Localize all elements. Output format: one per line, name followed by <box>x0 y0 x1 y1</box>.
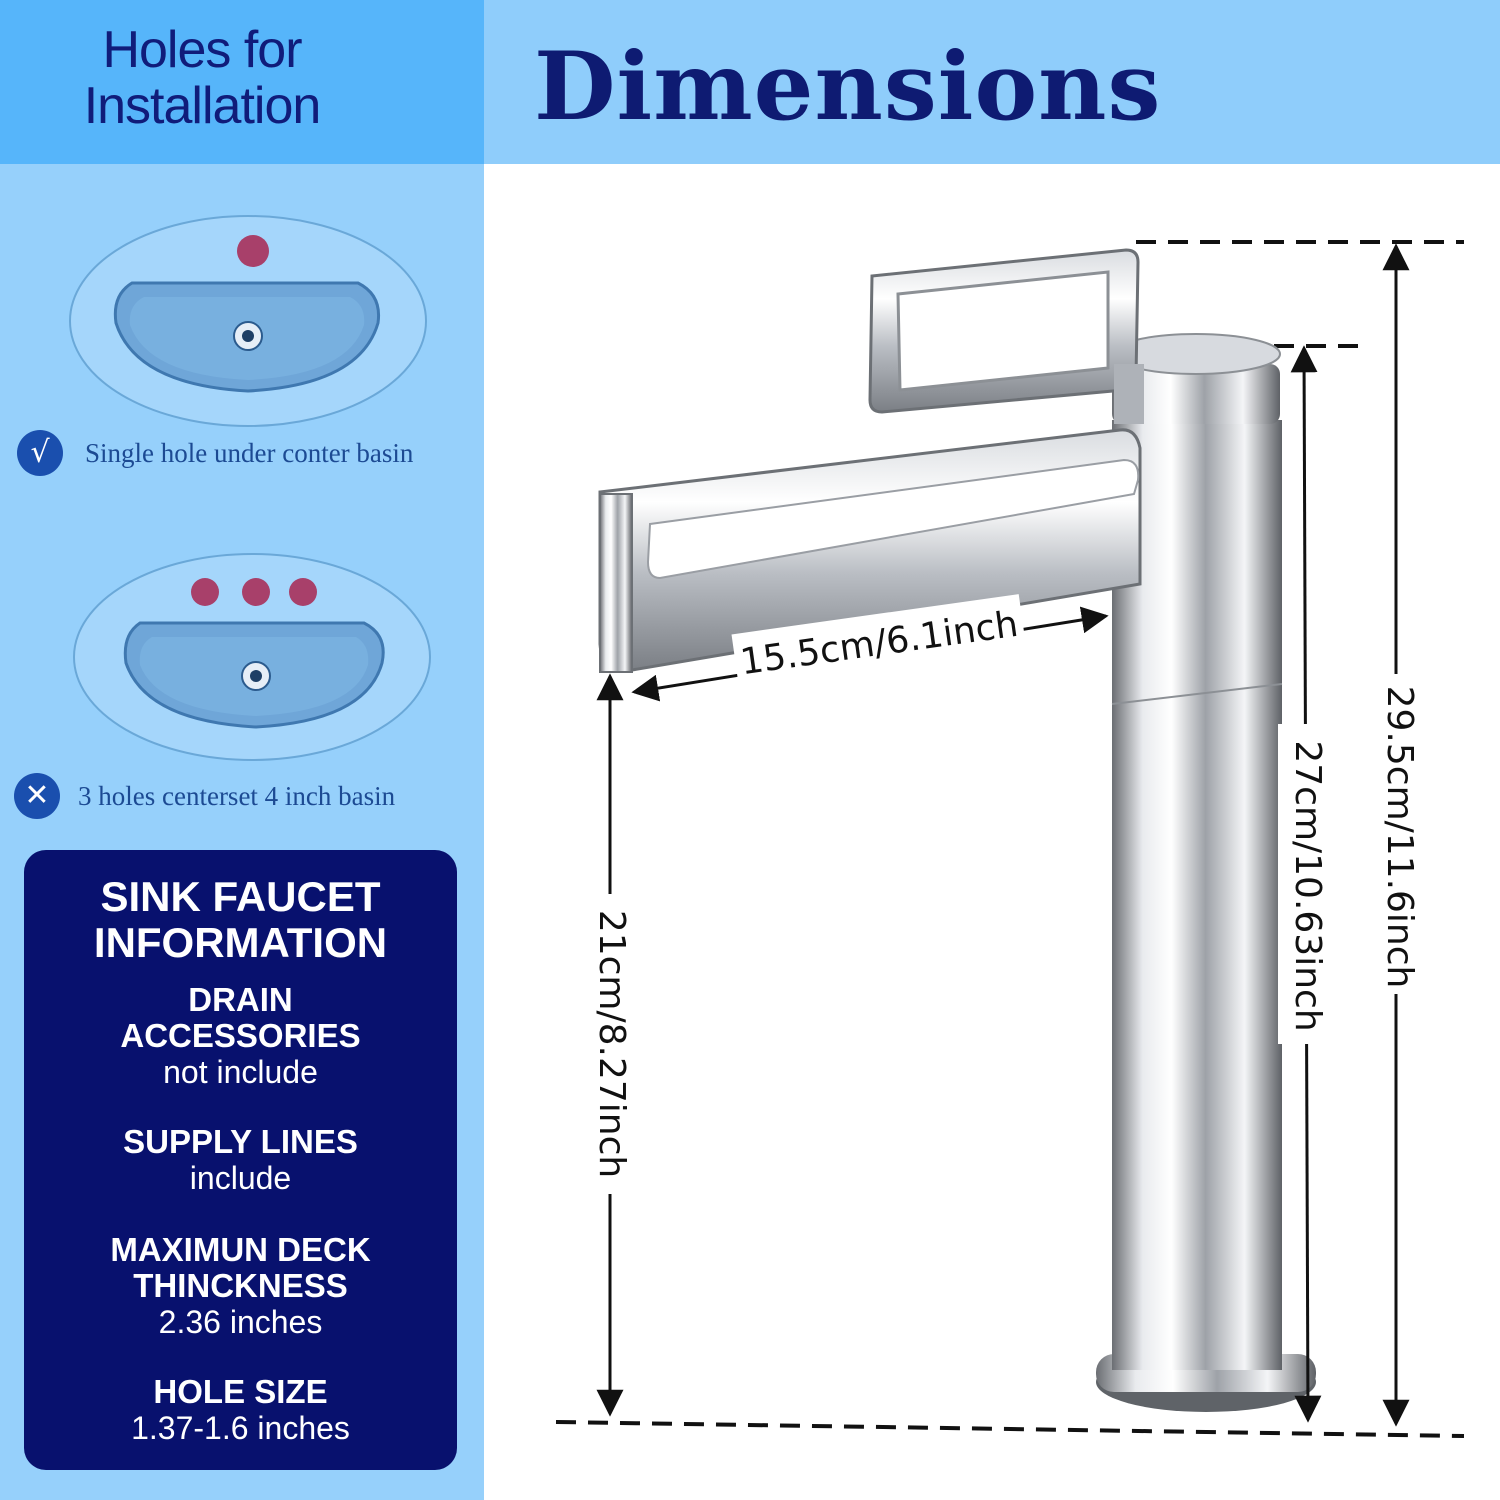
faucet-info-card: SINK FAUCET INFORMATION DRAIN ACCESSORIE… <box>24 850 457 1470</box>
page-title: Dimensions <box>534 32 1162 142</box>
info-supply-lines: SUPPLY LINES include <box>123 1123 358 1197</box>
faucet-hole <box>237 235 269 267</box>
total-height-label: 29.5cm/11.6inch <box>1379 686 1420 989</box>
base-guide-line <box>555 1420 1465 1438</box>
spout-height-label: 21cm/8.27inch <box>591 910 632 1178</box>
option-three-holes: ✕ 3 holes centerset 4 inch basin <box>14 773 395 819</box>
holes-title: Holes for Installation <box>83 21 322 135</box>
single-hole-basin-illustration <box>69 215 427 427</box>
body-height-label: 27cm/10.63inch <box>1287 740 1328 1031</box>
option-label: Single hole under conter basin <box>85 437 414 468</box>
faucet-handle <box>868 248 1144 424</box>
info-deck-thickness: MAXIMUN DECK THINCKNESS 2.36 inches <box>110 1231 371 1341</box>
check-icon: √ <box>17 430 63 476</box>
faucet-hole <box>242 578 270 606</box>
faucet-hole <box>191 578 219 606</box>
info-drain-accessories: DRAIN ACCESSORIES not include <box>120 981 361 1091</box>
option-single-hole: √ Single hole under conter basin <box>17 430 413 476</box>
cross-icon: ✕ <box>14 773 60 819</box>
info-title: SINK FAUCET INFORMATION <box>93 873 388 966</box>
left-header: Holes for Installation <box>0 0 484 164</box>
option-label: 3 holes centerset 4 inch basin <box>78 780 396 811</box>
three-hole-basin-illustration <box>73 553 431 761</box>
faucet-hole <box>289 578 317 606</box>
info-hole-size: HOLE SIZE 1.37-1.6 inches <box>131 1373 350 1447</box>
faucet-dimension-drawing: 15.5cm/6.1inch 21cm/8.27inch 27cm/10.63i… <box>555 240 1465 1438</box>
right-header <box>484 0 1500 164</box>
